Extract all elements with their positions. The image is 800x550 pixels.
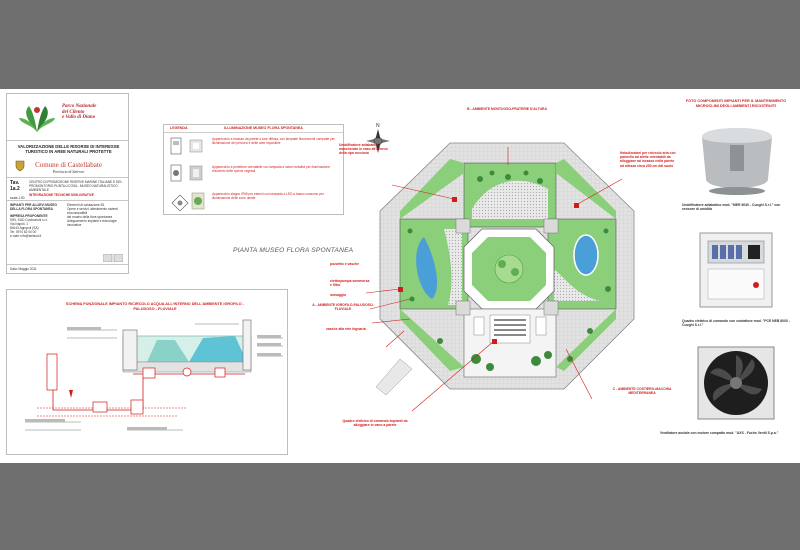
subject-text: CENTRO DI PROMOZIONE RISERVE MARINE ITAL… (29, 180, 125, 197)
date-text: Data: Maggio 2011 (10, 267, 37, 271)
led-lamp-icon (171, 192, 205, 212)
callout-ambient-c: C - AMBIENTE COSTIERO-MACCHIA MEDITERRAN… (612, 387, 672, 396)
right-col-line: Adeguamento impianti e tecnologie innova… (67, 219, 117, 227)
coat-of-arms-icon (15, 160, 25, 172)
products-title: FOTO COMPONENTI IMPIANTI PER IL MANTENIM… (685, 99, 787, 108)
title-block: Parco Nazionale del Cilento e Vallo di D… (6, 93, 129, 274)
callout-mosaico: mosaggio (330, 293, 347, 297)
drawing-sheet: Parco Nazionale del Cilento e Vallo di D… (0, 89, 800, 463)
legend-row-text: Apparecchio a incasso da parete a luce d… (212, 137, 335, 145)
control-panel-photo (699, 232, 773, 308)
subject-line: CENTRO DI PROMOZIONE RISERVE MARINE ITAL… (29, 180, 123, 192)
humidifier-photo (702, 128, 772, 195)
callout-pozzetto: pozzetto e vasche (330, 262, 360, 266)
logo-line: Parco Nazionale (62, 104, 97, 109)
legend-row-text: Apparecchio a proiettore orientabile con… (212, 165, 331, 173)
access-ramp (375, 358, 413, 396)
impresa-line: Via Napoli, 1 (10, 222, 29, 226)
section-right: Elementi di valutazione B1 Opere e servi… (67, 203, 125, 227)
section-title: SCHEMA FUNZIONALE IMPIANTO RICIRCOLO ACQ… (65, 302, 245, 311)
callout-elettropompa: elettropompa sommersa e filtro (330, 279, 370, 288)
legend-box: LEGENDA ILLUMINAZIONE MUSEO FLORA SPONTA… (163, 124, 344, 215)
commune-name: Comune di Castellabate (35, 161, 102, 169)
plan-caption: PIANTA MUSEO FLORA SPONTANEA (233, 247, 354, 254)
impresa-line: 84043 Agropoli (SA) (10, 226, 39, 230)
subject-red-line: INTEGRAZIONE TECNICHE MIGLIORATIVE (29, 193, 94, 197)
callout-ambient-a: A - AMBIENTE IGROFILO-PALUDOSO-FLUVIALE (312, 303, 374, 312)
wetland-pond (416, 237, 438, 299)
axial-fan-photo (697, 346, 775, 420)
park-logo-icon (19, 106, 55, 132)
control-panel-caption: Quadro elettrico di comando con contatto… (682, 319, 790, 328)
section-left: IMPIANTI PER ALLIEVI MUSEO DELLA FLORA S… (10, 203, 62, 238)
north-label: N (376, 123, 380, 129)
callout-vasca: vasche alla rete fognaria (326, 327, 366, 331)
callout-ventilation: Nebulizzatori per ricircolo aria con pan… (620, 151, 676, 168)
right-col-line: del museo della flora spontanea (67, 215, 113, 219)
wall-lamp-icon (170, 137, 203, 155)
spotlight-icon (170, 164, 203, 182)
impresa-line: SIEL SUD Costruzioni s.r.l. (10, 218, 48, 222)
axial-fan-caption: Ventilatore assiale con motore compatto … (660, 431, 779, 435)
tav-label: Tav. 1a.2 (10, 180, 20, 192)
callout-humidifier: Umidificatore adiabatico mascherato in v… (339, 143, 388, 156)
section-drawing: SCHEMA FUNZIONALE IMPIANTO RICIRCOLO ACQ… (6, 289, 288, 455)
callout-quadro: Quadro elettrico di comando impianti da … (342, 419, 408, 428)
scale-text: scala 1:50 (10, 196, 25, 200)
products-panel: FOTO COMPONENTI IMPIANTI PER IL MANTENIM… (660, 99, 792, 435)
humidifier-caption: Umidificatore adiabatico mod. "MER 6030 … (682, 203, 781, 212)
legend-row-text: Apparecchio stagno IP65 per esterni con … (212, 192, 324, 200)
logo-line: e Vallo di Diano (62, 115, 96, 121)
north-compass-icon (366, 129, 390, 153)
museum-floor-plan: N (365, 123, 635, 412)
legend-head: LEGENDA (170, 126, 188, 130)
right-col-line: Opere e servizi: allestimento sistemi ec… (67, 207, 119, 215)
logo-line: del Cilento (62, 109, 85, 115)
callout-ambient-b: B - AMBIENTE MONTUOSO-PRATERIE D'ALTURA (467, 107, 547, 111)
province-name: Provincia di Salerno (52, 170, 85, 174)
water-recirculation-schematic (25, 319, 283, 431)
certification-icon (103, 254, 123, 262)
right-col-line: Elementi di valutazione B1 (67, 203, 105, 207)
tav-word: Tav. (10, 180, 20, 186)
tav-number: 1a.2 (10, 186, 20, 192)
project-title: VALORIZZAZIONE DELLE RISORSE DI INTERESS… (17, 144, 120, 154)
impresa-label: IMPRESA PROPONENTE (10, 214, 48, 218)
impresa-line: Tel. 0974 82 00 00 (10, 230, 37, 234)
impresa-line: e-mail: info@sielsud.it (10, 234, 42, 238)
section-left-title: IMPIANTI PER ALLIEVI MUSEO DELLA FLORA S… (10, 203, 57, 211)
legend-title: ILLUMINAZIONE MUSEO FLORA SPONTANEA (224, 126, 303, 130)
park-logo-text: Parco Nazionale del Cilento e Vallo di D… (62, 104, 96, 121)
coastal-pond (573, 234, 599, 276)
